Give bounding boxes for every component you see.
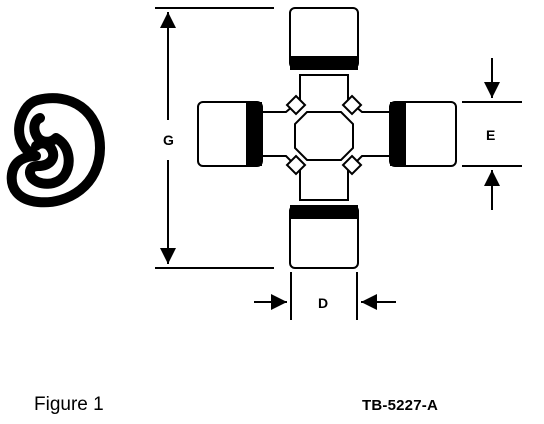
- figure-caption: Figure 1: [34, 394, 104, 415]
- dimension-d-label: D: [318, 295, 328, 311]
- bearing-cup-bottom: [289, 205, 359, 269]
- dimension-d: [254, 272, 396, 320]
- bearing-cup-right: [389, 101, 457, 167]
- figure-code: TB-5227-A: [362, 397, 438, 414]
- dimension-e-label: E: [486, 127, 495, 143]
- dimension-g-label: G: [163, 132, 174, 148]
- dimension-g: [155, 7, 274, 269]
- cross-body: [261, 74, 391, 201]
- bearing-cup-left: [197, 101, 263, 167]
- bearing-cup-top: [289, 7, 359, 70]
- snap-ring: [6, 93, 105, 208]
- dimension-e: [462, 58, 522, 210]
